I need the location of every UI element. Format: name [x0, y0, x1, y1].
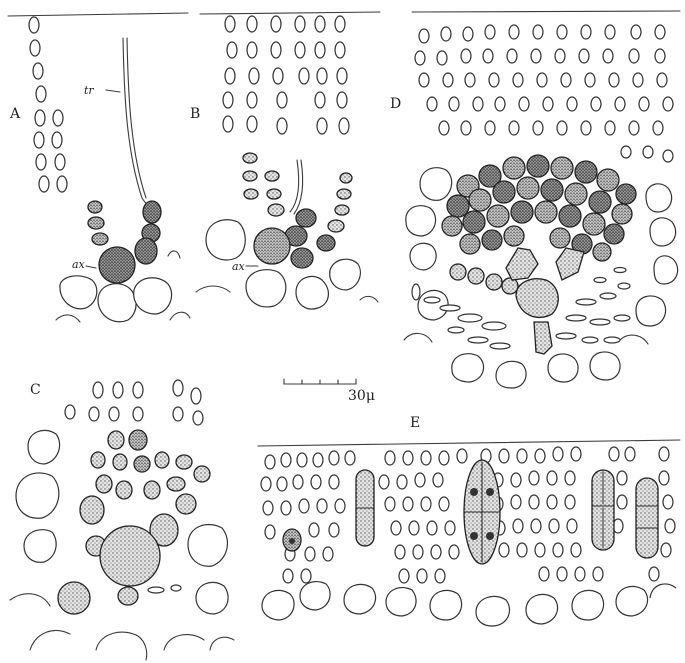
panel-b-ax-label: ax: [232, 260, 246, 273]
scale-bar: 30μ: [284, 379, 375, 404]
panel-d-surface-line: [412, 11, 680, 12]
panel-a-surface-line: [8, 13, 188, 16]
panel-d-outer-cells: [415, 25, 673, 162]
panel-e-basal-cells: [262, 582, 676, 626]
trichogyne-b: [290, 160, 299, 212]
panel-e-surface-line: [258, 440, 680, 446]
auxiliary-cell-a: [99, 247, 135, 283]
tetrasporangium-3: [592, 470, 614, 550]
panel-c: C: [10, 380, 234, 660]
scale-bar-label: 30μ: [348, 388, 375, 404]
panel-a-ax-label: ax: [72, 258, 86, 271]
auxiliary-cell-c: [100, 526, 160, 586]
tr-pointer: [106, 90, 120, 92]
panel-b-surface-line: [200, 12, 380, 14]
tetrasporangium-2: [464, 460, 500, 564]
auxiliary-cell-b: [254, 228, 290, 264]
panel-a-outer-cells: [29, 17, 67, 192]
panel-d: D: [390, 11, 680, 388]
carpogonial-branches-c: [58, 430, 210, 614]
carpogonial-branch-a: [88, 201, 161, 283]
tetrasporangium-1: [356, 470, 374, 546]
panel-d-label: D: [390, 96, 401, 112]
panel-c-label: C: [30, 382, 41, 398]
panel-b: B ax: [190, 12, 380, 309]
carpogonial-branches-b: [243, 153, 352, 268]
tetrasporangium-4: [636, 478, 658, 558]
panel-b-outer-cells: [223, 16, 349, 134]
panel-e: E: [258, 415, 680, 626]
panel-c-outer-cells: [65, 380, 203, 425]
panel-d-periphery-cells: [404, 168, 678, 388]
panel-b-label: B: [190, 106, 200, 122]
fusion-cell: [516, 279, 558, 318]
panel-a-label: A: [9, 106, 21, 122]
panel-e-label: E: [410, 415, 420, 431]
ax-pointer-a: [86, 266, 96, 268]
panel-a: A tr ax: [8, 13, 190, 322]
trichogyne-label: tr: [84, 84, 94, 97]
